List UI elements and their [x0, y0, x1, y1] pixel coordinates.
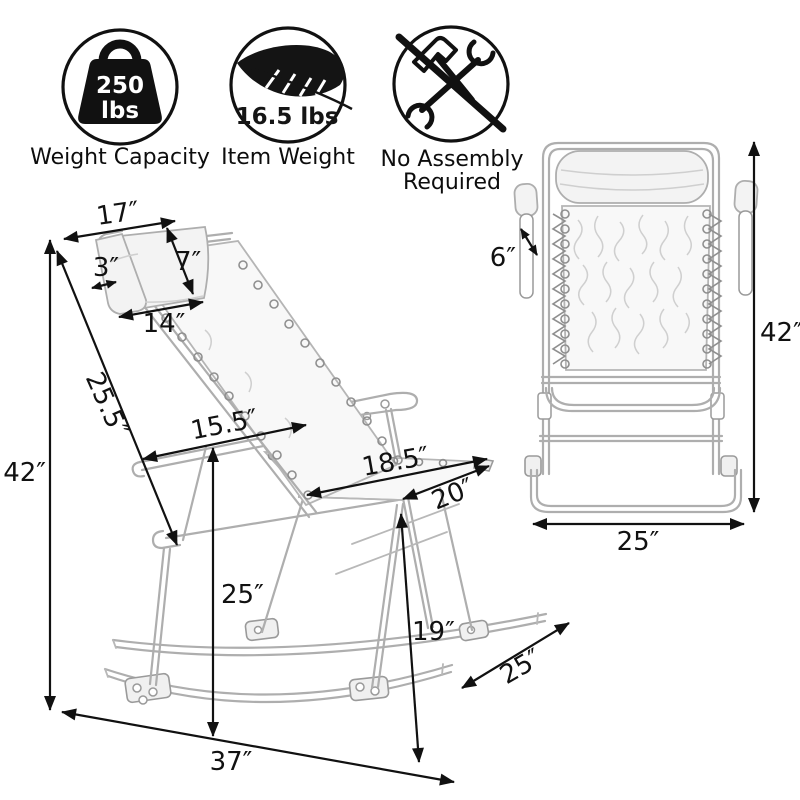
dim-text-headrest-side-height: 6″: [490, 243, 517, 273]
feather-icon: 16.5 lbs: [229, 26, 353, 144]
dim-base-length: 37″: [61, 708, 455, 786]
dim-text-backrest-length: 25.5″: [79, 368, 134, 442]
front-lacing: [551, 209, 723, 369]
backrest-lacing-right: [238, 260, 403, 465]
dim-text-seat-height: 19″: [412, 617, 455, 647]
front-lower-frame: [524, 375, 743, 514]
dim-headrest-side-height: 6″: [490, 228, 538, 273]
front-fabric: [561, 205, 711, 371]
dim-text-headrest-bottom-width: 14″: [143, 309, 186, 339]
item-weight-label: Item Weight: [221, 145, 355, 170]
dim-overall-height-front: 42″: [748, 141, 800, 513]
dim-text-base-width: 25″: [617, 527, 660, 557]
dim-text-headrest-top-width: 17″: [95, 196, 142, 232]
dim-text-pillow-strap-width: 3″: [93, 253, 120, 283]
dim-seat-height: 19″: [396, 513, 455, 763]
dim-pillow-strap-width: 3″: [91, 253, 120, 291]
weight-icon: 250 lbs: [61, 28, 179, 146]
weight-value-line1: 250: [96, 73, 144, 99]
no-assembly-badge: No Assembly Required: [381, 25, 524, 195]
no-tools-icon: [392, 25, 510, 143]
dim-base-width: 25″: [532, 518, 745, 557]
dim-headrest-height: 7″: [165, 227, 202, 295]
dim-text-overall-height-side: 42″: [3, 458, 46, 488]
dim-armrest-height: 25″: [207, 447, 264, 737]
dim-text-headrest-height: 7″: [175, 247, 202, 277]
weight-value-line2: lbs: [101, 98, 139, 124]
dim-text-base-length: 37″: [210, 747, 253, 777]
side-view-drawing: 17″ 3″ 7″ 14″ 25.5″ 42″ 15.5″ 18.5″: [3, 196, 570, 786]
no-assembly-label-line2: Required: [403, 170, 501, 195]
weight-capacity-label: Weight Capacity: [30, 145, 210, 170]
dim-text-armrest-height: 25″: [221, 580, 264, 610]
weight-capacity-badge: 250 lbs Weight Capacity: [30, 28, 210, 170]
dim-overall-height-side: 42″: [3, 239, 56, 711]
front-pillow: [555, 150, 709, 204]
item-weight-value: 16.5 lbs: [236, 104, 339, 130]
folding-legs: [148, 407, 474, 690]
front-view-drawing: 6″ 42″ 25″: [490, 141, 800, 557]
dim-headrest-top-width: 17″: [63, 196, 176, 243]
item-weight-badge: 16.5 lbs Item Weight: [221, 26, 355, 170]
dim-text-rocker-depth: 25″: [495, 643, 547, 691]
dim-text-overall-height-front: 42″: [760, 318, 800, 348]
no-assembly-label-line1: No Assembly: [381, 147, 524, 172]
